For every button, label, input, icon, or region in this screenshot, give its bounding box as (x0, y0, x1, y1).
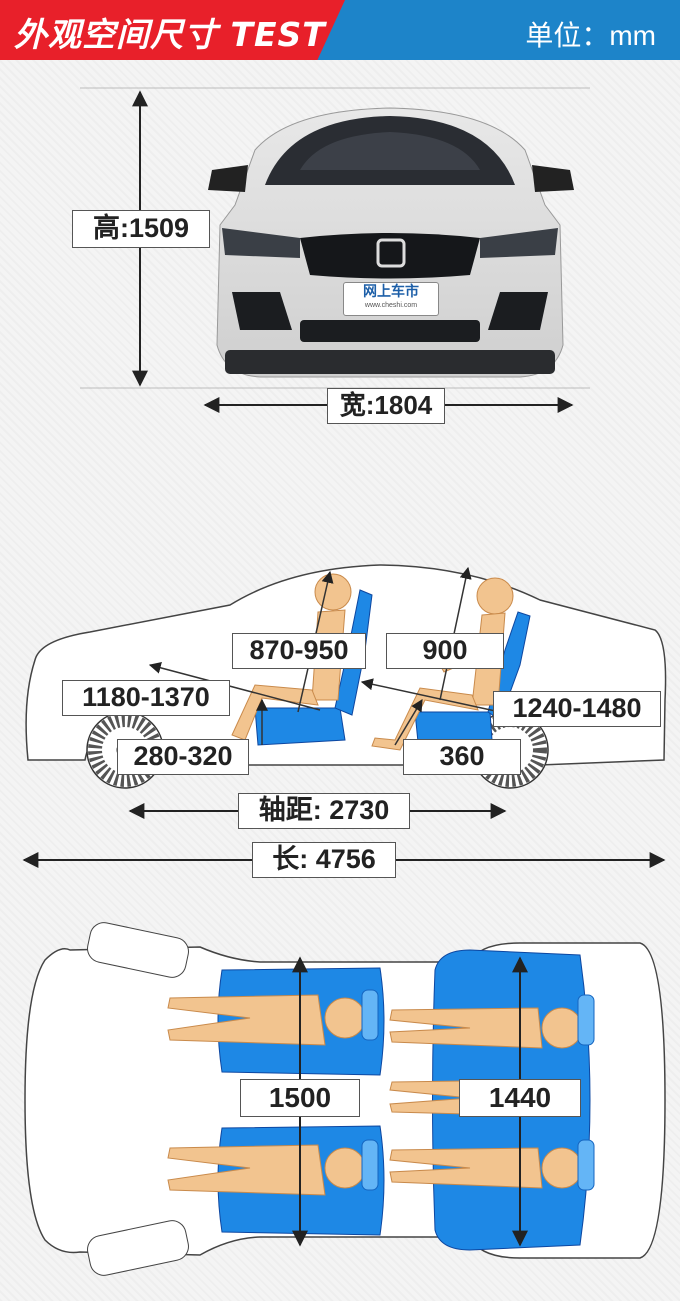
header-title-banner (0, 0, 345, 60)
wheelbase-label: 轴距: 2730 (238, 793, 410, 829)
rear-legroom-label: 1240-1480 (493, 691, 661, 727)
front-headroom-label: 870-950 (232, 633, 366, 669)
knee-room-line (394, 698, 423, 746)
plate-subtext: www.cheshi.com (364, 302, 418, 309)
front-mannequins-top (167, 994, 366, 1196)
plate-text: 网上车市 (363, 284, 419, 300)
front-width-label: 1500 (240, 1079, 360, 1117)
height-label: 高:1509 (72, 210, 210, 248)
car-front-illustration (208, 107, 574, 378)
length-label: 长: 4756 (252, 842, 396, 878)
front-legroom-line (148, 661, 321, 711)
front-legroom-label: 1180-1370 (62, 680, 230, 716)
license-plate: 网上车市 www.cheshi.com (343, 282, 439, 316)
headrests-top (361, 989, 595, 1191)
rear-headroom-label: 900 (386, 633, 504, 669)
width-label: 宽:1804 (327, 388, 445, 424)
seat-height-label: 280-320 (117, 739, 249, 775)
rear-width-label: 1440 (459, 1079, 581, 1117)
page-title: 外观空间尺寸 TEST (14, 15, 326, 54)
rear-legroom-line (360, 678, 501, 713)
knee-room-label: 360 (403, 739, 521, 775)
unit-label: 单位：mm (525, 20, 656, 51)
